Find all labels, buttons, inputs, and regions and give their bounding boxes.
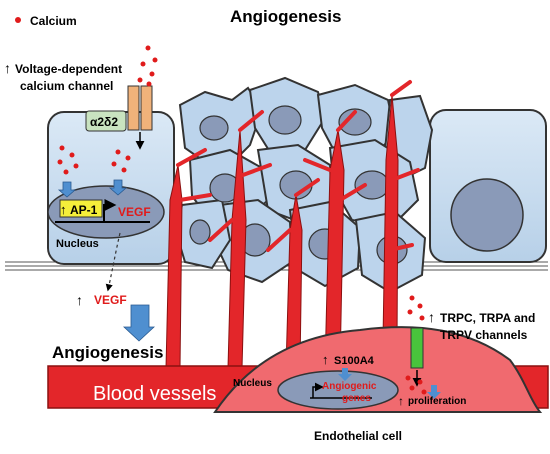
trp-blue-arrow [427,385,441,399]
left-nucleus-label: Nucleus [56,238,99,250]
trp-label-line2: TRPV channels [440,328,528,342]
s100a4-label: S100A4 [334,355,375,367]
vegf-up-arrow: ↑ [76,292,83,308]
calcium-dots [15,17,427,395]
endothelial-cell-label: Endothelial cell [314,429,402,443]
blue-arrows-left [57,179,156,342]
proliferation-label: proliferation [408,396,466,407]
left-nucleus [47,185,165,239]
promoter-arrow [103,199,117,222]
trp-up-arrow: ↑ [428,309,435,325]
alpha2delta2-box [85,110,127,132]
alpha2delta2-label: α2δ2 [90,115,118,129]
right-cell-nucleus [450,178,524,252]
vegf-gene-label: VEGF [118,205,151,219]
channel-up-arrow: ↑ [4,60,11,76]
angiogenesis-output-label: Angiogenesis [52,343,163,362]
vegf-output-label: VEGF [94,293,127,307]
ap1-up-arrow: ↑ [60,202,67,217]
calcium-channel [127,85,153,131]
angiogenic-genes-line2: genes [342,393,371,404]
vegf-export-arrow [105,232,121,292]
trp-label-line1: TRPC, TRPA and [440,311,535,325]
blood-vessels-label: Blood vessels [93,383,216,405]
trp-channel [410,327,424,369]
s100a4-up-arrow: ↑ [322,352,329,367]
angiogenic-genes-line1: Angiogenic [322,381,377,392]
channel-label-line1: Voltage-dependent [15,62,122,76]
proliferation-up-arrow: ↑ [398,394,404,408]
s100a4-blue-arrow [338,368,352,381]
channel-label-line2: calcium channel [20,79,113,93]
ap1-box [59,199,103,218]
endothelial-nucleus [277,370,399,410]
title: Angiogenesis [230,7,341,26]
legend-calcium-label: Calcium [30,14,77,28]
promoter-arrow-endo [312,382,324,398]
endo-nucleus-label: Nucleus [233,378,272,389]
ap1-label: AP-1 [70,203,98,217]
vessel-sprouts [165,94,399,369]
vessel-branches [176,80,420,252]
